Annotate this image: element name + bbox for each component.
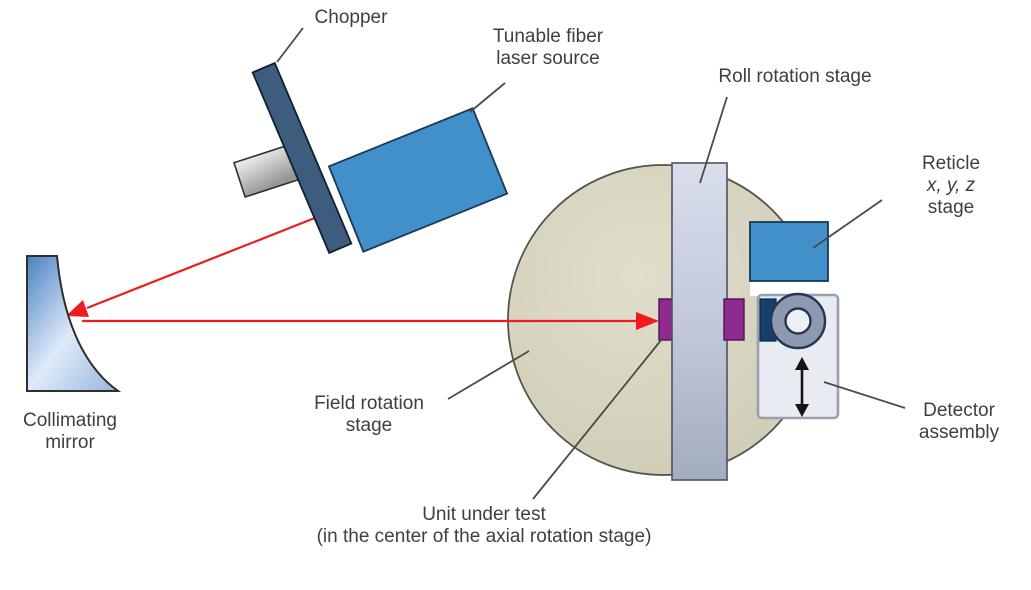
unit-under-test-left-block <box>658 298 674 341</box>
unit-under-test-right-block <box>723 298 745 341</box>
beam-arrowhead-at-unit-icon <box>636 312 659 330</box>
label-reticle-name-text: Reticle <box>921 153 981 174</box>
field-stage-leader-line <box>447 350 530 400</box>
unit-under-test-leader-line <box>532 338 663 500</box>
label-chopper-text: Chopper <box>314 7 388 28</box>
reticle-stage-leader-line <box>812 199 883 249</box>
label-roll-rotation-stage: Roll rotation stage <box>718 66 871 88</box>
beam-arrowhead-at-mirror-icon <box>66 300 89 317</box>
vertical-travel-arrow-down-icon <box>795 404 809 417</box>
roll-stage-leader-line <box>699 96 728 184</box>
label-chopper: Chopper <box>315 7 388 29</box>
background-gap <box>750 280 832 296</box>
detector-assembly-leader-line <box>823 381 906 409</box>
vertical-travel-arrow-up-icon <box>795 357 809 370</box>
label-detector-assembly: Detector assembly <box>919 400 999 444</box>
label-field-text: Field rotation stage <box>314 393 424 437</box>
collimating-mirror-shape <box>26 255 122 392</box>
label-collimating-text: Collimating mirror <box>23 410 117 454</box>
label-roll-text: Roll rotation stage <box>718 66 872 87</box>
label-reticle-axes-text: x, y, z <box>926 175 976 197</box>
label-field-rotation-stage: Field rotation stage <box>314 393 424 437</box>
label-unit-under-test: Unit under test (in the center of the ax… <box>317 504 652 548</box>
detector-wheel-hub <box>784 307 812 335</box>
chopper-leader-line <box>276 27 304 63</box>
laser-source-box <box>327 107 509 253</box>
label-tunable-text: Tunable fiber laser source <box>492 26 604 70</box>
roll-rotation-stage-band <box>671 162 728 481</box>
label-reticle-stage-text: stage <box>927 197 975 219</box>
label-collimating-mirror: Collimating mirror <box>23 410 117 454</box>
label-unit-text: Unit under test (in the center of the ax… <box>316 504 652 548</box>
label-detector-text: Detector assembly <box>918 400 1000 444</box>
laser-source-leader-line <box>469 82 506 113</box>
label-tunable-fiber-laser-source: Tunable fiber laser source <box>493 26 603 70</box>
chopper-bar <box>251 61 353 255</box>
reticle-stage-box <box>749 221 829 282</box>
beam-chopper-to-mirror <box>86 210 331 310</box>
